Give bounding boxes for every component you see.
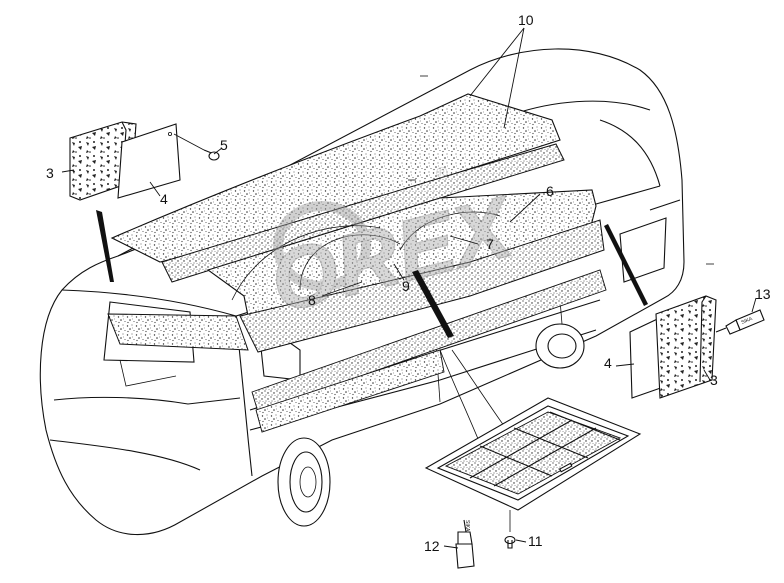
right-panel-exploded: SIKA xyxy=(604,224,765,399)
sealant-label-13: SIKA xyxy=(741,316,754,326)
sealant-tube-13: SIKA xyxy=(715,309,765,335)
foam-block-right xyxy=(655,295,717,399)
rear-wheel xyxy=(535,323,585,369)
label-3-right: 3 xyxy=(710,372,718,388)
leader-lines xyxy=(61,27,757,549)
adhesive-tube-12: SIKA xyxy=(455,519,475,569)
label-10: 10 xyxy=(518,12,534,28)
screw-part-11 xyxy=(504,510,516,549)
label-4-right: 4 xyxy=(604,355,612,371)
label-3-left: 3 xyxy=(46,165,54,181)
label-8: 8 xyxy=(308,292,316,308)
label-7: 7 xyxy=(486,236,494,252)
label-5: 5 xyxy=(220,137,228,153)
screw-part-5 xyxy=(173,133,220,161)
label-11: 11 xyxy=(528,533,543,549)
label-6: 6 xyxy=(546,183,554,199)
left-panel-exploded xyxy=(69,121,220,282)
adhesive-label-12: SIKA xyxy=(464,520,470,532)
label-9: 9 xyxy=(402,278,410,294)
registration-ticks xyxy=(408,75,714,265)
watermark-registered-mark: ® xyxy=(436,165,448,182)
trim-plate-left xyxy=(117,123,181,199)
callout-labels: 10 5 3 4 6 7 8 9 13 4 3 12 11 xyxy=(46,12,771,554)
label-4-left: 4 xyxy=(160,191,168,207)
vent-grille-assembly: SIKA xyxy=(412,270,642,569)
label-12: 12 xyxy=(424,538,440,554)
interior-trim-panels xyxy=(107,93,607,433)
label-13: 13 xyxy=(755,286,771,302)
